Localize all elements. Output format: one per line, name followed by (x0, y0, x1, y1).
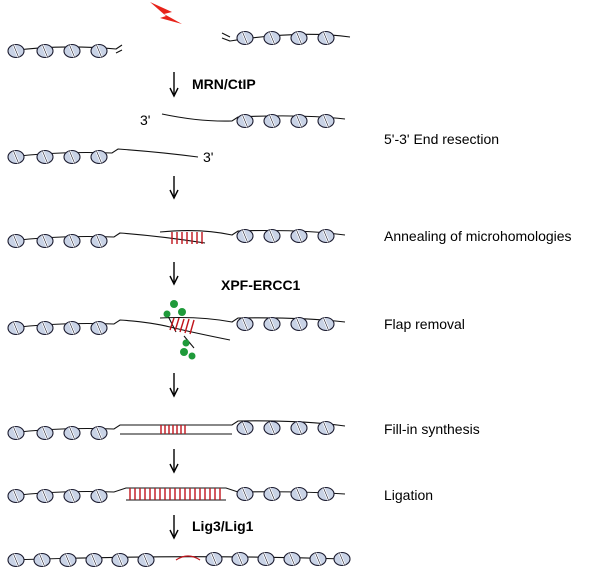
nucleosome-icon (6, 233, 26, 249)
nucleosome-icon (262, 30, 282, 46)
nucleosome-icon (316, 486, 336, 502)
row-flap-removal (6, 300, 346, 360)
nucleosome-icon (289, 30, 309, 46)
nucleosome-icon (89, 320, 109, 336)
nucleosome-icon (262, 113, 282, 129)
nucleosome-icon (316, 420, 336, 436)
arrow-down-icon (169, 449, 179, 474)
row-end-resection: 3' 3' (6, 112, 346, 165)
nucleosome-icon (35, 320, 55, 336)
nucleosome-icon (262, 316, 282, 332)
nucleosome-icon (282, 551, 302, 567)
nucleosome-icon (62, 488, 82, 504)
nucleosome-icon (235, 316, 255, 332)
step-flap-removal: Flap removal (384, 316, 465, 332)
nucleosome-icon (89, 43, 109, 59)
row-annealing (6, 228, 346, 249)
nucleosome-icon (289, 228, 309, 244)
nucleosome-icon (32, 552, 52, 568)
nucleosome-icon (35, 43, 55, 59)
nucleosome-icon (6, 149, 26, 165)
nucleosome-icon (35, 488, 55, 504)
nucleosome-icon (89, 425, 109, 441)
nucleosome-icon (230, 551, 250, 567)
ligated-rungs (129, 488, 221, 500)
nucleosome-icon (89, 488, 109, 504)
step-annealing: Annealing of microhomologies (384, 228, 572, 244)
nucleosome-icon (316, 316, 336, 332)
nucleosome-icon (89, 149, 109, 165)
step-fill-in-synthesis: Fill-in synthesis (384, 421, 480, 437)
arrow-down-icon (169, 515, 179, 540)
row-broken-dna (6, 30, 351, 59)
nucleosome-icon (35, 425, 55, 441)
nucleosome-icon (62, 425, 82, 441)
nucleosome-icon (332, 551, 352, 567)
nucleosome-icon (89, 233, 109, 249)
nucleosome-icon (6, 320, 26, 336)
nucleosome-icon (62, 149, 82, 165)
nucleosome-icon (6, 488, 26, 504)
enzyme-mrn-ctip: MRN/CtIP (192, 76, 256, 92)
arrow-down-icon (169, 72, 179, 98)
nucleosome-icon (110, 552, 130, 568)
nucleosome-icon (204, 551, 224, 567)
microhomology-rungs (171, 232, 203, 244)
row-repaired-dna (6, 551, 352, 568)
nucleosome-icon (289, 113, 309, 129)
nucleosome-icon (235, 113, 255, 129)
nucleosome-icon (62, 320, 82, 336)
microhomology-rungs (169, 317, 195, 335)
microhomology-rungs (160, 425, 186, 434)
enzyme-lig3-lig1: Lig3/Lig1 (192, 518, 254, 534)
nucleosome-icon (289, 420, 309, 436)
row-fill-in-synthesis (6, 420, 346, 441)
enzyme-xpf-ercc1: XPF-ERCC1 (221, 277, 301, 293)
nucleosome-icon (84, 552, 104, 568)
nucleosome-icon (136, 552, 156, 568)
double-strand-break-bolt-icon (150, 2, 182, 24)
nucleosome-icon (235, 30, 255, 46)
nucleosome-icon (35, 233, 55, 249)
nucleosome-icon (256, 551, 276, 567)
nucleosome-icon (235, 486, 255, 502)
arrow-down-icon (169, 262, 179, 286)
nucleosome-icon (58, 552, 78, 568)
nucleosome-icon (262, 420, 282, 436)
step-ligation: Ligation (384, 487, 433, 503)
nucleosome-icon (316, 30, 336, 46)
nucleosome-icon (308, 551, 328, 567)
nucleosome-icon (235, 228, 255, 244)
nucleosome-icon (6, 43, 26, 59)
nucleosome-icon (262, 486, 282, 502)
arrow-down-icon (169, 176, 179, 200)
nucleosome-icon (289, 316, 309, 332)
row-ligation (6, 486, 346, 504)
nucleosome-icon (289, 486, 309, 502)
three-prime-label-top: 3' (140, 112, 150, 128)
nucleosome-icon (235, 420, 255, 436)
nucleosome-icon (262, 228, 282, 244)
enzyme-dots-icon (163, 300, 196, 360)
nucleosome-icon (6, 552, 26, 568)
step-end-resection: 5'-3' End resection (384, 131, 499, 147)
nucleosome-icon (62, 233, 82, 249)
nucleosome-icon (35, 149, 55, 165)
nucleosome-icon (316, 113, 336, 129)
nucleosome-icon (62, 43, 82, 59)
nucleosome-icon (316, 228, 336, 244)
three-prime-label-bottom: 3' (203, 149, 213, 165)
arrow-down-icon (169, 373, 179, 398)
nucleosome-icon (6, 425, 26, 441)
